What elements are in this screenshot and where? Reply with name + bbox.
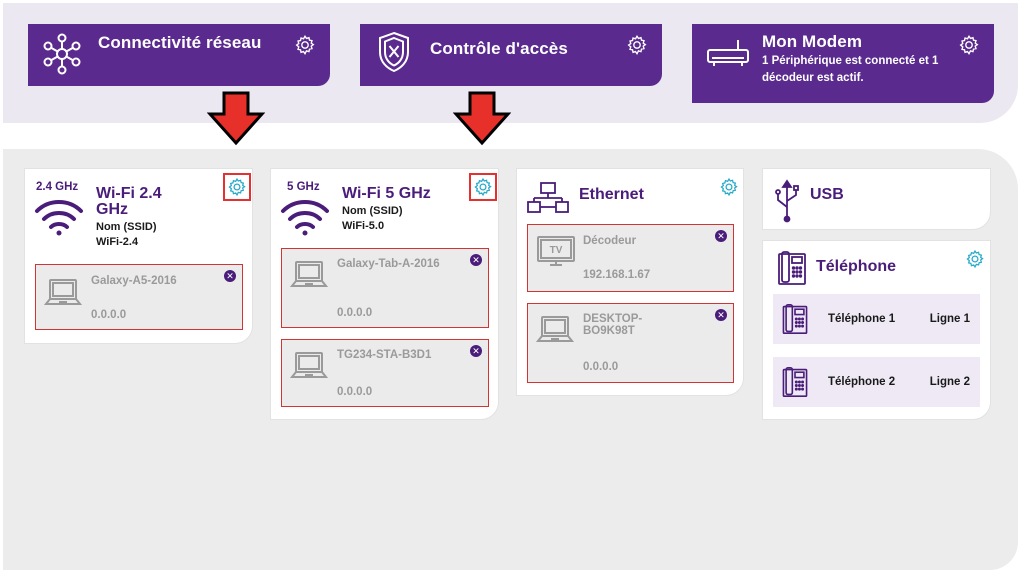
- shield-icon: [376, 30, 412, 79]
- connectivity-card[interactable]: Connectivité réseau: [28, 24, 330, 86]
- access-control-title: Contrôle d'accès: [430, 39, 568, 58]
- close-icon[interactable]: ✕: [715, 230, 727, 242]
- ethernet-title: Ethernet: [579, 186, 644, 203]
- close-icon[interactable]: ✕: [470, 254, 482, 266]
- telephone-icon: [781, 303, 809, 340]
- wifi5-badge: 5 GHz: [287, 181, 320, 193]
- device-name: Galaxy-A5-2016: [91, 275, 177, 287]
- wifi-icon: [34, 197, 84, 242]
- access-control-card[interactable]: Contrôle d'accès: [360, 24, 662, 86]
- gear-icon[interactable]: [626, 34, 648, 56]
- device-ip: 192.168.1.67: [583, 269, 651, 281]
- close-icon[interactable]: ✕: [224, 270, 236, 282]
- device-name: DESKTOP-BO9K98T: [583, 313, 643, 337]
- phone-line: Ligne 2: [929, 376, 970, 388]
- arrow-down-icon: [453, 91, 511, 146]
- device-item[interactable]: DESKTOP-BO9K98T 0.0.0.0 ✕: [527, 303, 734, 383]
- phone-line-row[interactable]: Téléphone 2 Ligne 2: [773, 357, 980, 407]
- modem-title: Mon Modem: [762, 32, 863, 51]
- wifi5-settings-button[interactable]: [469, 173, 497, 201]
- gear-icon: [474, 177, 492, 197]
- telephone-title: Téléphone: [816, 258, 897, 275]
- gear-icon[interactable]: [958, 34, 980, 56]
- usb-icon: [773, 179, 801, 228]
- phone-line-row[interactable]: Téléphone 1 Ligne 1: [773, 294, 980, 344]
- wifi5-card: 5 GHz Wi-Fi 5 GHz Nom (SSID) WiFi-5.0 Ga…: [270, 168, 499, 420]
- wifi24-badge: 2.4 GHz: [36, 181, 79, 193]
- modem-card[interactable]: Mon Modem 1 Périphérique est connecté et…: [692, 24, 994, 103]
- ethernet-card: Ethernet TV Décodeur 192.168.1.67 ✕ DESK…: [516, 168, 744, 396]
- gear-icon[interactable]: [294, 34, 316, 56]
- device-item[interactable]: TV Décodeur 192.168.1.67 ✕: [527, 224, 734, 292]
- wifi24-ssid-label: Nom (SSID): [96, 221, 157, 233]
- modem-status-text: 1 Périphérique est connecté et 1 décodeu…: [762, 55, 939, 84]
- modem-icon: [706, 38, 750, 73]
- usb-title: USB: [810, 186, 844, 203]
- device-ip: 0.0.0.0: [91, 309, 127, 321]
- device-item[interactable]: TG234-STA-B3D1 0.0.0.0 ✕: [281, 339, 489, 407]
- wifi-icon: [280, 197, 330, 242]
- gear-icon[interactable]: [719, 177, 741, 199]
- device-name: TG234-STA-B3D1: [337, 349, 432, 361]
- phone-line: Ligne 1: [929, 313, 970, 325]
- close-icon[interactable]: ✕: [715, 309, 727, 321]
- usb-card[interactable]: USB: [762, 168, 991, 230]
- wifi24-settings-button[interactable]: [223, 173, 251, 201]
- phone-name: Téléphone 1: [828, 313, 896, 325]
- laptop-icon: [289, 259, 329, 298]
- wifi24-ssid-value: WiFi-2.4: [96, 236, 139, 248]
- laptop-icon: [535, 314, 575, 353]
- phone-name: Téléphone 2: [828, 376, 896, 388]
- laptop-icon: [289, 350, 329, 389]
- connectivity-title: Connectivité réseau: [98, 33, 262, 52]
- device-ip: 0.0.0.0: [337, 386, 373, 398]
- gear-icon[interactable]: [965, 249, 987, 271]
- tv-icon: TV: [536, 235, 576, 274]
- telephone-card: Téléphone Téléphone 1 Ligne 1 Téléphone …: [762, 240, 991, 420]
- device-name: Décodeur: [583, 235, 637, 247]
- telephone-icon: [781, 366, 809, 403]
- device-item[interactable]: Galaxy-Tab-A-2016 0.0.0.0 ✕: [281, 248, 489, 328]
- ethernet-icon: [527, 181, 569, 220]
- device-ip: 0.0.0.0: [337, 307, 373, 319]
- device-ip: 0.0.0.0: [583, 361, 619, 373]
- device-name: Galaxy-Tab-A-2016: [337, 258, 440, 270]
- gear-icon: [228, 177, 246, 197]
- wifi5-title: Wi-Fi 5 GHz: [342, 185, 431, 202]
- telephone-icon: [777, 250, 807, 291]
- wifi24-card: 2.4 GHz Wi-Fi 2.4 GHz Nom (SSID) WiFi-2.…: [24, 168, 253, 344]
- close-icon[interactable]: ✕: [470, 345, 482, 357]
- wifi24-title: Wi-Fi 2.4 GHz: [96, 185, 162, 218]
- wifi5-ssid-label: Nom (SSID): [342, 205, 403, 217]
- network-icon: [40, 32, 84, 81]
- device-item[interactable]: Galaxy-A5-2016 0.0.0.0 ✕: [35, 264, 243, 330]
- tv-label: TV: [550, 245, 563, 256]
- laptop-icon: [43, 277, 83, 316]
- arrow-down-icon: [207, 91, 265, 146]
- wifi5-ssid-value: WiFi-5.0: [342, 220, 385, 232]
